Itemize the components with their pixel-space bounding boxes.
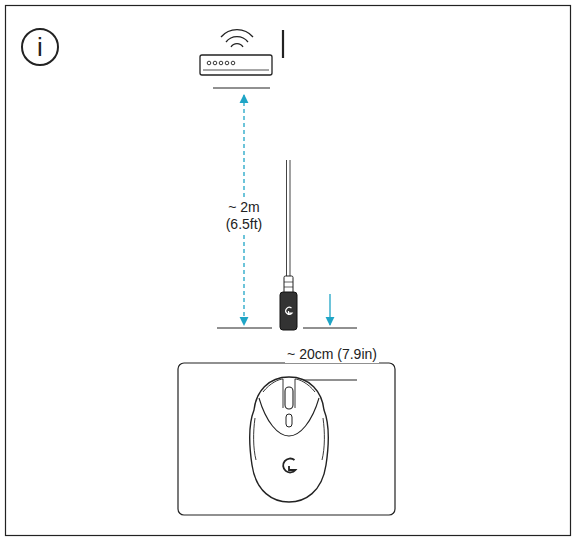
g-logo	[286, 307, 292, 314]
wifi-wave	[231, 44, 243, 47]
mousepad	[178, 363, 395, 515]
cable	[286, 160, 287, 280]
wifi-wave	[226, 37, 248, 42]
mouse-body	[250, 377, 329, 502]
usb-receiver	[280, 160, 297, 330]
strain-relief-ridge	[284, 282, 293, 283]
router-led	[213, 61, 217, 65]
side-grip	[254, 418, 256, 460]
extension-line	[303, 328, 357, 329]
button-edge	[295, 379, 315, 408]
router-antenna	[282, 30, 284, 58]
extension-line	[213, 88, 270, 89]
dimension-label: ~ 2m (6.5ft)	[210, 199, 278, 233]
strain-relief	[284, 276, 293, 293]
router-led	[207, 61, 211, 65]
side-grip	[322, 418, 324, 460]
extension-line	[303, 380, 357, 381]
button-edge	[263, 379, 283, 408]
router-led	[225, 61, 229, 65]
router-body	[200, 55, 272, 75]
router-edge	[203, 70, 269, 71]
info-letter: i	[37, 34, 43, 60]
extension-line	[303, 380, 357, 381]
receiver-body	[280, 292, 297, 330]
dpi-button	[286, 414, 292, 427]
dimension-arrow	[329, 294, 330, 325]
cable	[290, 160, 291, 280]
wifi-wave	[221, 30, 253, 37]
router-icon	[200, 30, 283, 75]
frame	[6, 6, 571, 536]
g-logo	[283, 458, 295, 472]
scroll-wheel	[285, 387, 293, 409]
router-led	[219, 61, 223, 65]
extension-line	[217, 328, 272, 329]
dimension-label: ~ 20cm (7.9in)	[285, 346, 379, 363]
strain-relief-ridge	[284, 287, 293, 288]
router-led	[231, 61, 235, 65]
info-icon: i	[21, 28, 59, 66]
mouse	[250, 377, 329, 502]
